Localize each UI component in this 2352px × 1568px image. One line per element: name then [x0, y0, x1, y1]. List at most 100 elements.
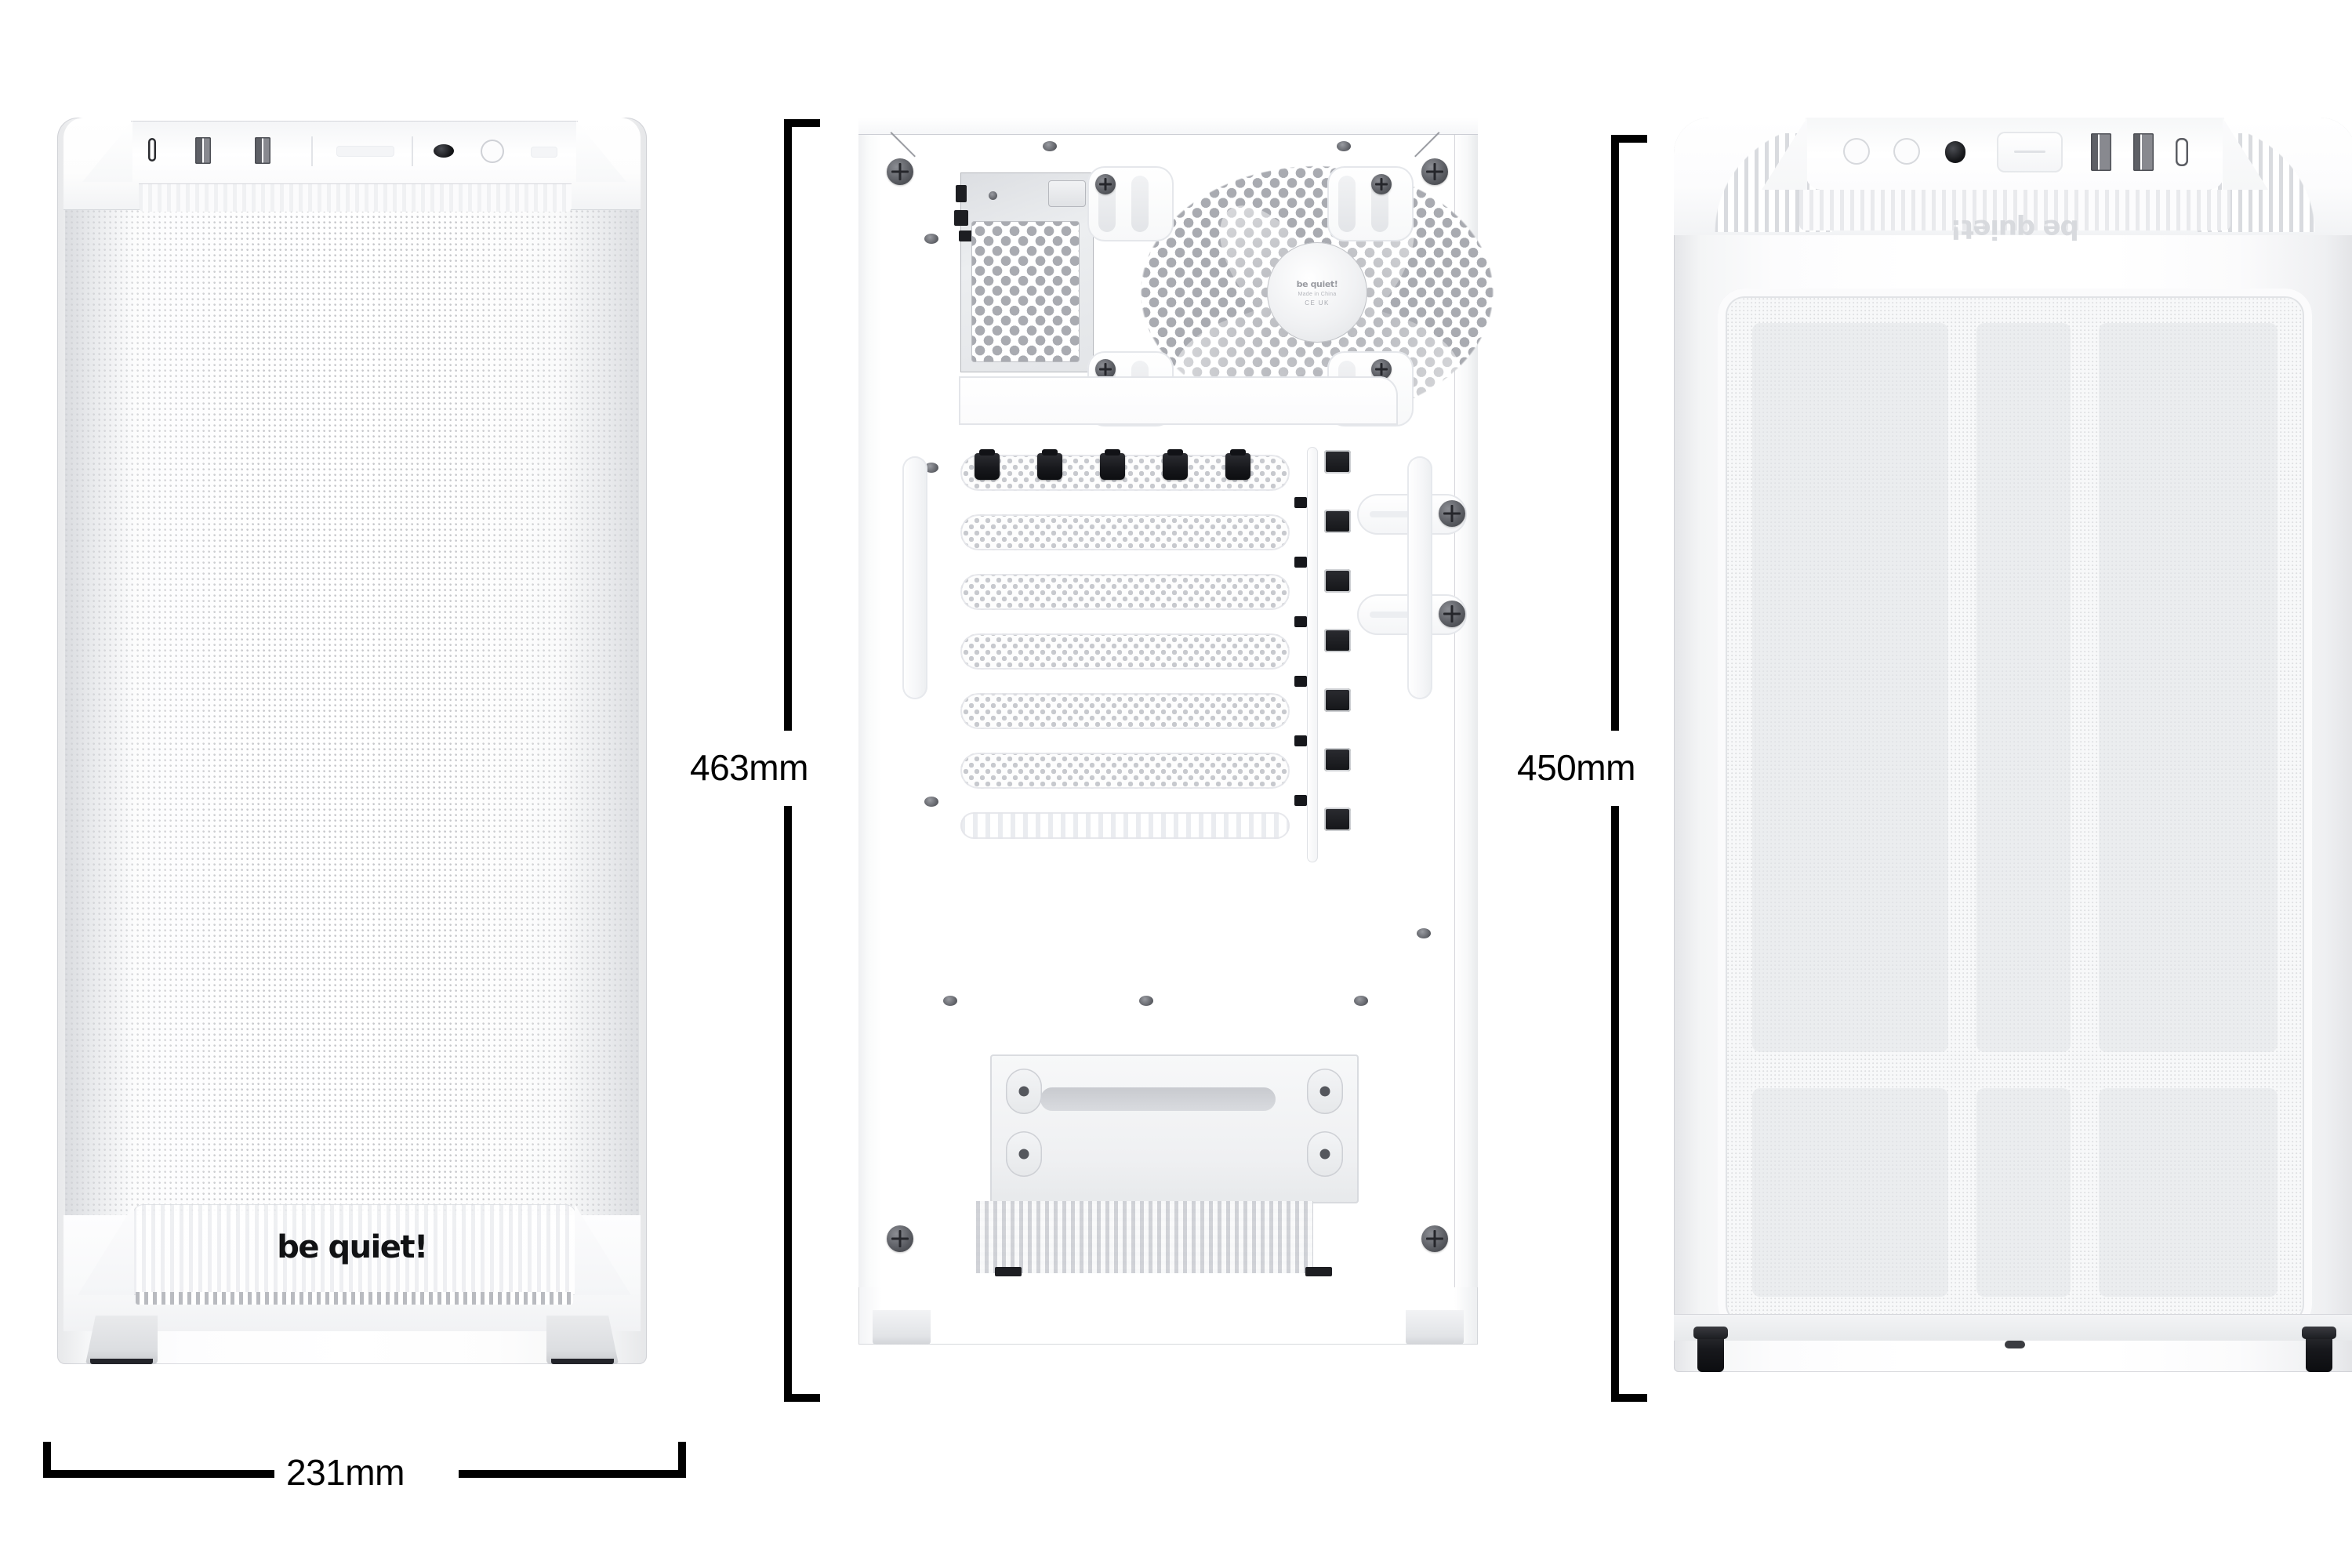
fan-mount-screw[interactable]: [1371, 174, 1392, 194]
interior-shadow: [2099, 323, 2278, 1052]
io-divider: [311, 136, 313, 166]
rear-foot-left: [873, 1310, 931, 1345]
psu-screw-hole: [1307, 1131, 1343, 1177]
usb-c-icon[interactable]: [2176, 138, 2188, 166]
expansion-thumbscrew[interactable]: [1225, 449, 1250, 480]
expansion-slot-blank[interactable]: [960, 812, 1290, 839]
aux-button-icon[interactable]: [531, 147, 557, 158]
fan-mount-screw[interactable]: [1095, 174, 1116, 194]
interior-shadow: [1752, 323, 1948, 1052]
side-panel-handle-right[interactable]: [1407, 456, 1432, 699]
interior-shadow: [1976, 1088, 2071, 1297]
slot-tab: [1294, 497, 1307, 508]
rear-rivet: [924, 463, 938, 473]
side-panel-handle-left[interactable]: [902, 456, 927, 699]
slot-latch[interactable]: [1324, 808, 1351, 831]
expansion-thumbscrew[interactable]: [1037, 449, 1062, 480]
rear-view: be quiet! Made in China CE UK: [858, 118, 1497, 1403]
dimension-height-gap: [778, 731, 800, 806]
rear-top-lip: [858, 118, 1478, 135]
power-button-icon[interactable]: [481, 140, 504, 163]
mesh-side-panel[interactable]: be quiet!: [1718, 213, 2312, 1331]
psu-clip: [1305, 1267, 1332, 1276]
psu-mounting-bracket: [990, 1054, 1359, 1203]
dimension-width-gap: [274, 1463, 459, 1485]
io-port-block: [956, 185, 967, 202]
rear-thumbscrew-bottom-left[interactable]: [887, 1225, 913, 1252]
vertical-slot-rail: [1307, 447, 1318, 862]
usb-a-icon[interactable]: [2091, 133, 2111, 171]
side-bottom-bar: [1674, 1314, 2352, 1341]
front-bottom-bezel: be quiet!: [64, 1204, 641, 1331]
expansion-slot-cover[interactable]: [960, 633, 1290, 670]
fan-mount-screw[interactable]: [1095, 359, 1116, 379]
psu-bottom-vent: [976, 1201, 1313, 1273]
rear-thumbscrew-bottom-right[interactable]: [1421, 1225, 1448, 1252]
slot-latch[interactable]: [1324, 688, 1351, 712]
front-bottom-vent-comb: [136, 1292, 573, 1305]
rear-thumbscrew-top-left[interactable]: [887, 158, 913, 185]
expansion-slot-cover[interactable]: [960, 693, 1290, 729]
slot-latch[interactable]: [1324, 629, 1351, 652]
headphone-jack-icon[interactable]: [434, 144, 454, 158]
interior-shadow: [2099, 1088, 2278, 1297]
usb-a-icon[interactable]: [195, 137, 211, 164]
expansion-thumbscrew[interactable]: [975, 449, 1000, 480]
power-button-icon[interactable]: [1997, 132, 2063, 172]
psu-screw-hole: [1307, 1069, 1343, 1114]
psu-screw-hole: [1006, 1069, 1042, 1114]
slot-tab: [1294, 795, 1307, 806]
expansion-slot-cover[interactable]: [960, 574, 1290, 610]
bracket-thumbscrew-lower[interactable]: [1439, 601, 1465, 627]
reset-button-icon[interactable]: [336, 146, 394, 157]
rear-rivet: [1354, 996, 1368, 1006]
rear-chassis-body: be quiet! Made in China CE UK: [858, 118, 1497, 1345]
rear-rivet: [943, 996, 957, 1006]
side-top-cap: [1674, 118, 2352, 235]
motherboard-io-cutout: [954, 172, 1094, 372]
brand-logo: be quiet!: [277, 1229, 428, 1265]
circle-button-icon[interactable]: [1843, 138, 1870, 165]
front-panel-shading: [65, 166, 639, 1289]
front-view: be quiet!: [43, 118, 662, 1403]
fan-hub: be quiet! Made in China CE UK: [1267, 242, 1367, 343]
side-chassis-body: be quiet!: [1674, 118, 2352, 1372]
io-bay-hex-mesh: [971, 221, 1080, 362]
side-panel-ghost-logo: be quiet!: [1951, 213, 2079, 245]
rear-rivet: [1139, 996, 1153, 1006]
front-foot-left: [85, 1316, 158, 1364]
expansion-thumbscrew[interactable]: [1163, 449, 1188, 480]
expansion-slot-cover[interactable]: [960, 514, 1290, 550]
slot-latch[interactable]: [1324, 510, 1351, 533]
dimension-depth-gap: [1605, 731, 1627, 806]
bracket-thumbscrew-upper[interactable]: [1439, 500, 1465, 527]
dimension-height-label: 463mm: [690, 747, 808, 788]
psu-clip: [995, 1267, 1022, 1276]
expansion-thumbscrew[interactable]: [1100, 449, 1125, 480]
circle-button-icon[interactable]: [1893, 138, 1920, 165]
rear-rivet: [924, 797, 938, 807]
side-foot-left: [1693, 1327, 1728, 1372]
interior-shadow: [1976, 323, 2071, 1052]
expansion-slot-cover[interactable]: [960, 753, 1290, 789]
headphone-jack-icon[interactable]: [1945, 141, 1965, 163]
usb-a-icon[interactable]: [255, 137, 270, 164]
usb-a-icon[interactable]: [2133, 133, 2154, 171]
slot-latch[interactable]: [1324, 450, 1351, 474]
io-bay-tab: [1048, 180, 1086, 207]
fan-hub-certification-marks: CE UK: [1305, 299, 1330, 307]
slot-latch[interactable]: [1324, 748, 1351, 771]
side-foot-right: [2302, 1327, 2336, 1372]
rear-rivet: [1417, 928, 1431, 938]
front-chassis-body: be quiet!: [57, 118, 647, 1364]
fan-mount-screw[interactable]: [1371, 359, 1392, 379]
slot-latch[interactable]: [1324, 569, 1351, 593]
fan-mount-slot: [1327, 166, 1414, 241]
slot-tab: [1294, 676, 1307, 687]
side-view: be quiet!: [1674, 118, 2352, 1403]
dimension-width-label: 231mm: [286, 1452, 405, 1493]
rear-tray-cutout: [959, 376, 1398, 425]
fan-hub-brand: be quiet!: [1296, 278, 1338, 289]
side-center-foot: [2005, 1341, 2025, 1348]
psu-screw-hole: [1006, 1131, 1042, 1177]
